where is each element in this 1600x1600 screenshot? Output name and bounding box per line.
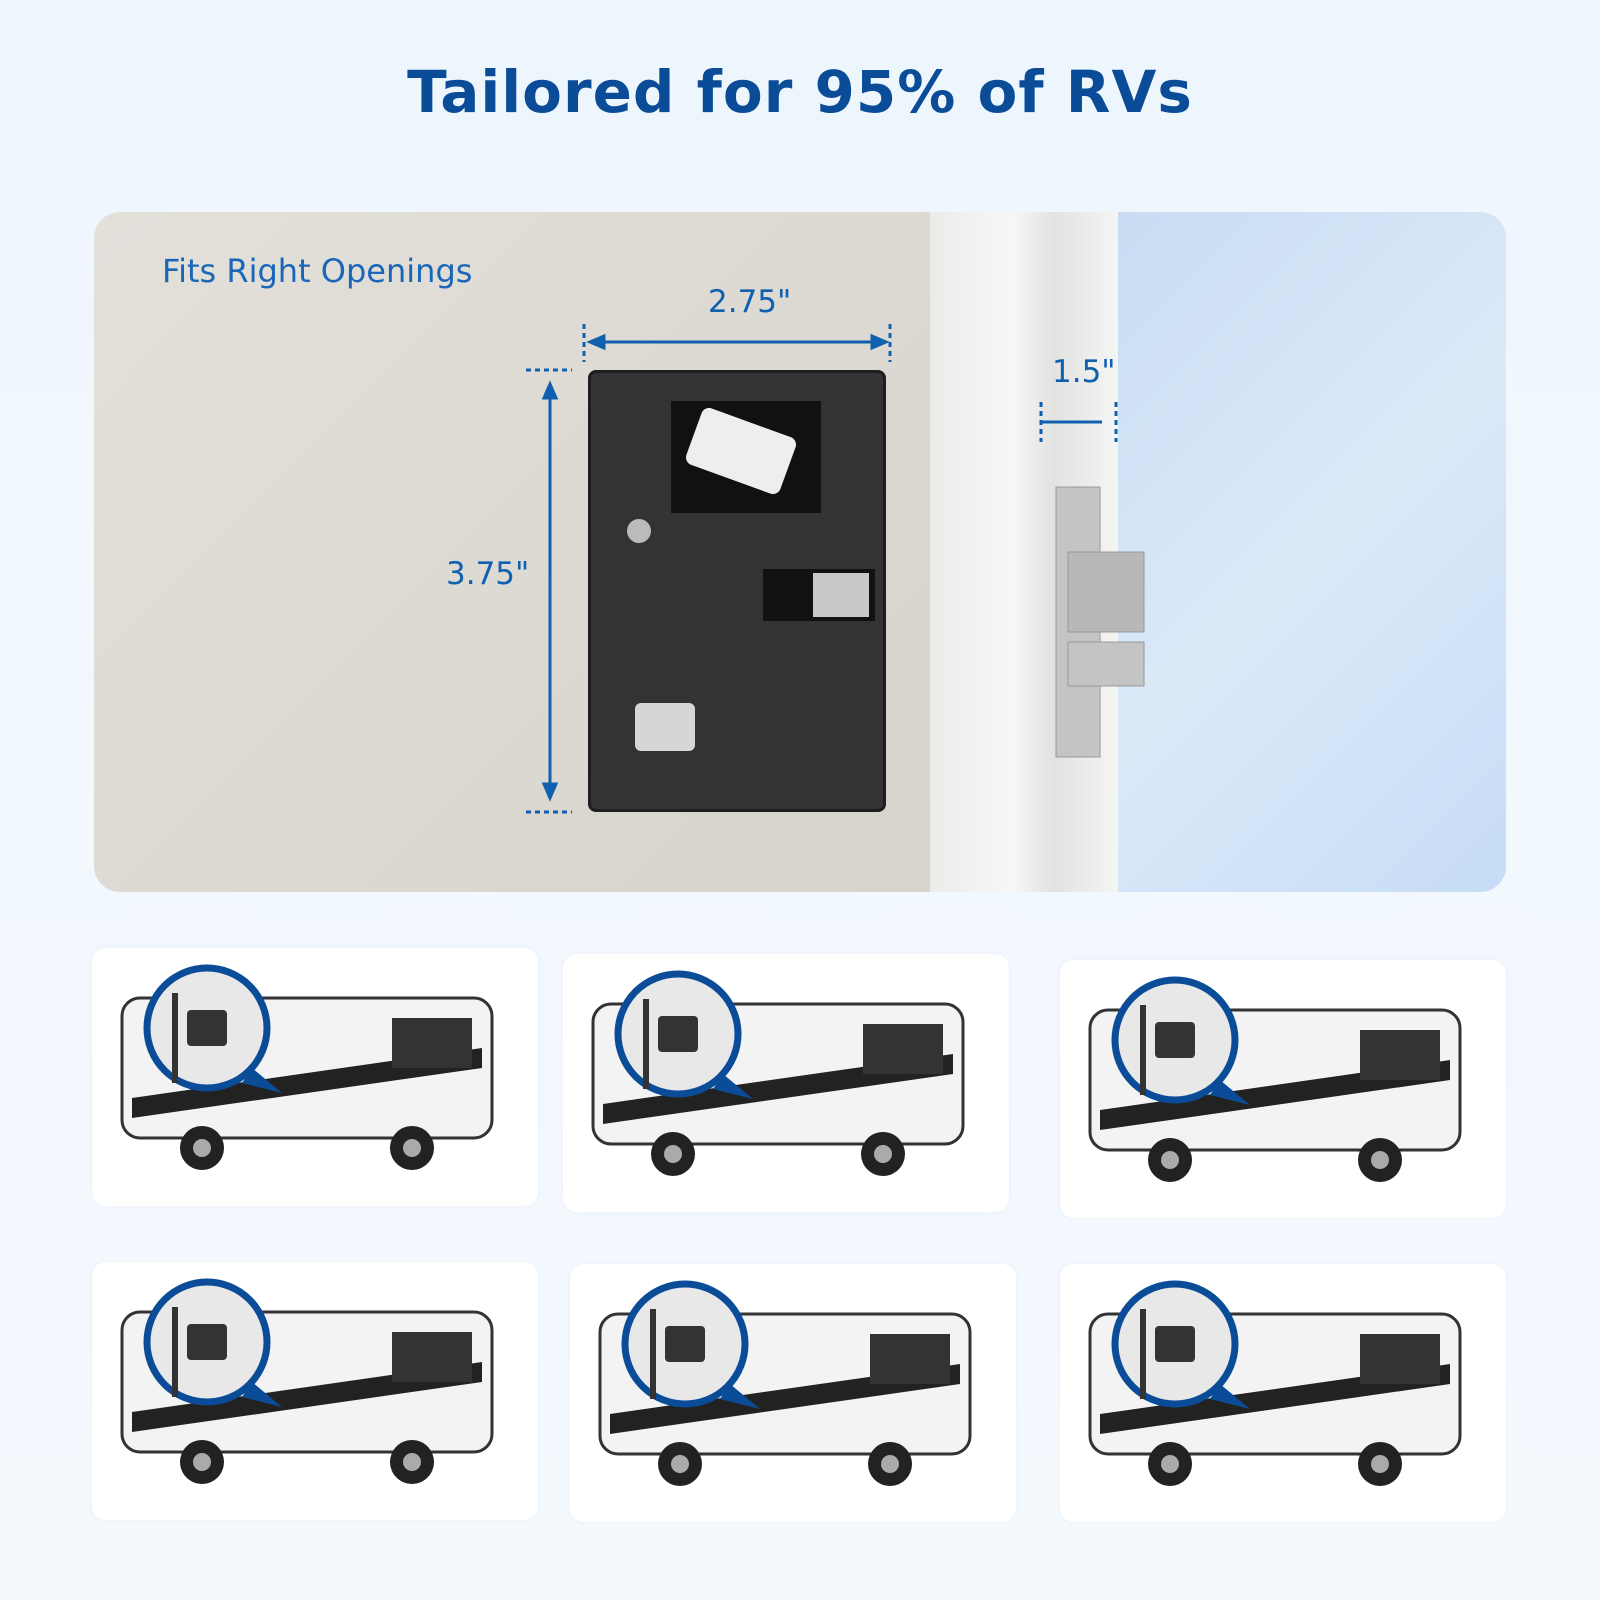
lock-mortise-plate <box>588 370 886 812</box>
lock-callout-magnifier <box>143 1278 282 1407</box>
panel-subtitle: Fits Right Openings <box>162 252 473 290</box>
lock-callout-magnifier <box>614 970 753 1099</box>
screw-icon <box>627 519 651 543</box>
rv-card-travel-trailer <box>1060 960 1506 1218</box>
lock-callout-magnifier <box>143 964 282 1093</box>
rv-card-class-c-motorhome <box>563 954 1009 1212</box>
lock-callout-magnifier <box>621 1280 760 1409</box>
latch-bolt <box>813 573 869 617</box>
latch-slot <box>763 569 875 621</box>
width-dimension-label: 2.75" <box>708 284 792 320</box>
page-title: Tailored for 95% of RVs <box>407 58 1193 126</box>
rv-card-cargo-trailer <box>1060 1264 1506 1522</box>
cable-opening <box>671 401 821 513</box>
spindle <box>635 703 695 751</box>
background-sky <box>1118 212 1506 892</box>
lock-callout-magnifier <box>1111 1280 1250 1409</box>
height-dimension-label: 3.75" <box>446 556 530 592</box>
rv-card-fifth-wheel <box>92 1262 538 1520</box>
door-thickness-label: 1.5" <box>1052 354 1116 390</box>
rv-card-class-a-motorhome <box>92 948 538 1206</box>
rv-card-a-frame-camper <box>570 1264 1016 1522</box>
lock-callout-magnifier <box>1111 976 1250 1105</box>
dimension-lines <box>526 324 1145 814</box>
lock-dimension-panel: Fits Right Openings 2.75" 3.75" 1.5" <box>94 212 1506 892</box>
